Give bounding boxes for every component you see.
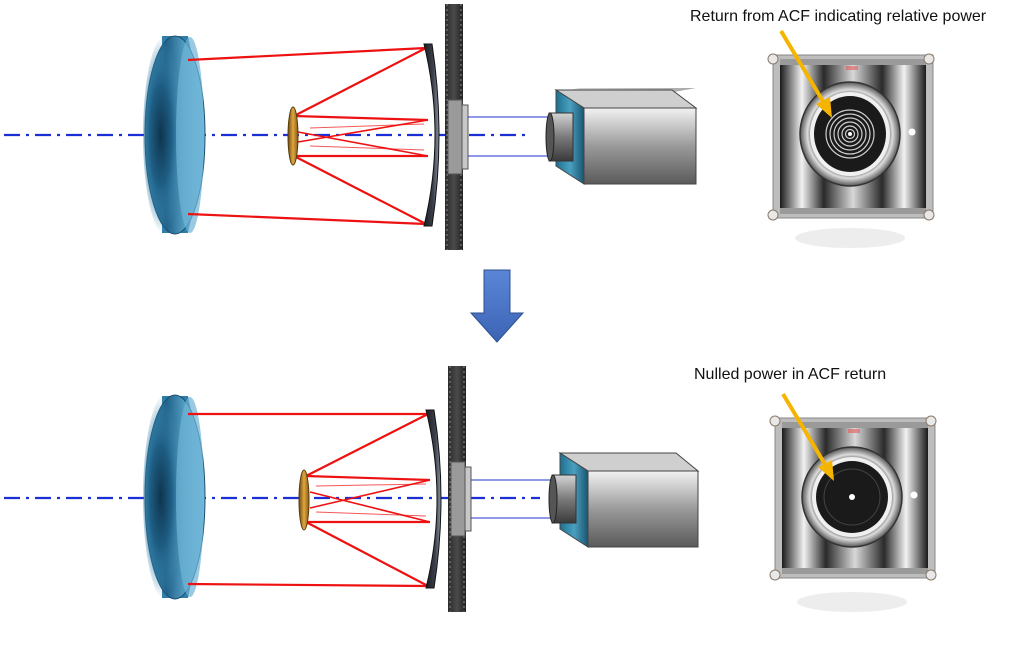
- beam-rays: [187, 412, 431, 588]
- camera-icon: [545, 88, 698, 185]
- interference-rings: [825, 109, 875, 159]
- annotation-nulled-power: Nulled power in ACF return: [694, 366, 887, 383]
- corner-screw: [925, 569, 937, 581]
- pointer-arrow-icon: [781, 392, 834, 481]
- lens: [143, 35, 206, 235]
- corner-screw: [767, 209, 779, 221]
- corner-screw: [769, 569, 781, 581]
- corner-screw: [923, 209, 935, 221]
- camera-beam: [471, 479, 552, 519]
- detector-image-nulled: [769, 415, 937, 612]
- corner-screw: [923, 53, 935, 65]
- mount-plate: [445, 4, 469, 250]
- corner-screw: [767, 53, 779, 65]
- panel-after-null: [4, 366, 937, 612]
- mirror: [423, 43, 440, 227]
- corner-screw: [925, 415, 937, 427]
- acf-element: [287, 106, 299, 166]
- pointer-arrow-icon: [779, 29, 832, 118]
- lens: [143, 394, 206, 600]
- corner-screw: [769, 415, 781, 427]
- detector-image-rings: [767, 53, 935, 248]
- down-arrow-icon: [469, 269, 525, 343]
- beam-rays: [187, 46, 429, 226]
- null-center-spot: [849, 494, 855, 500]
- mount-plate: [448, 366, 472, 612]
- mirror: [425, 409, 442, 589]
- acf-element: [298, 469, 310, 531]
- panel-before-null: [4, 4, 935, 250]
- camera-beam: [468, 116, 548, 157]
- annotation-relative-power: Return from ACF indicating relative powe…: [690, 8, 987, 25]
- camera-icon: [548, 452, 700, 548]
